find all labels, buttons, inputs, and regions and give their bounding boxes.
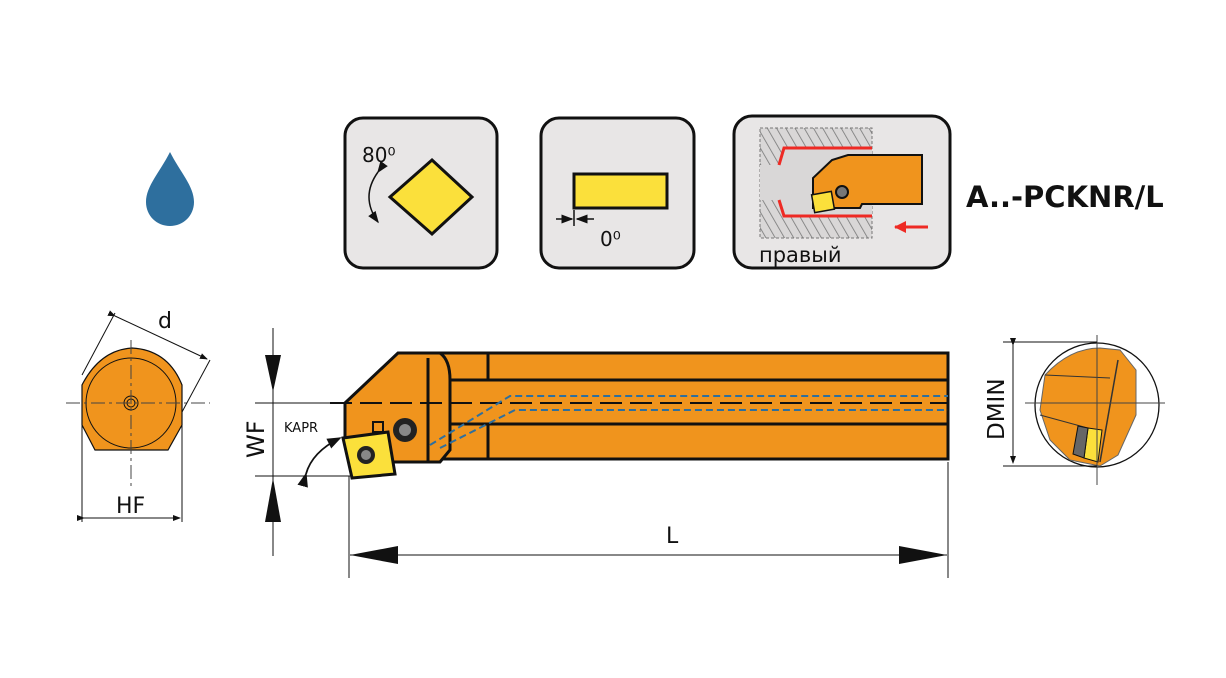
dim-dmin-label: DMIN [984,378,1010,440]
boring-direction-icon [759,127,928,239]
hand-panel: правый [732,114,952,270]
dim-wf: WF KAPR [242,328,350,578]
end-view-left: d HF [66,309,211,522]
model-code: A..-PCKNR/L [966,180,1164,214]
insert-icon [341,430,397,480]
insert-angle-label: 80⁰ [362,143,395,167]
clearance-angle-icon [556,172,669,226]
dim-hf-label: HF [116,494,145,519]
end-view-right: DMIN [984,335,1165,485]
dim-kapr-label: KAPR [284,421,318,436]
clearance-panel: 0⁰ [539,116,696,270]
drop-icon [146,152,194,226]
insert-shape-panel: 80⁰ [343,116,499,270]
rhombus-insert-icon [368,157,475,237]
hand-label: правый [759,243,842,267]
dim-l: L [350,462,949,578]
dim-d-label: d [158,309,172,334]
clearance-angle-label: 0⁰ [600,227,621,251]
tool-side-view [330,351,950,480]
dim-l-label: L [666,524,679,549]
dim-wf-label: WF [242,420,270,458]
